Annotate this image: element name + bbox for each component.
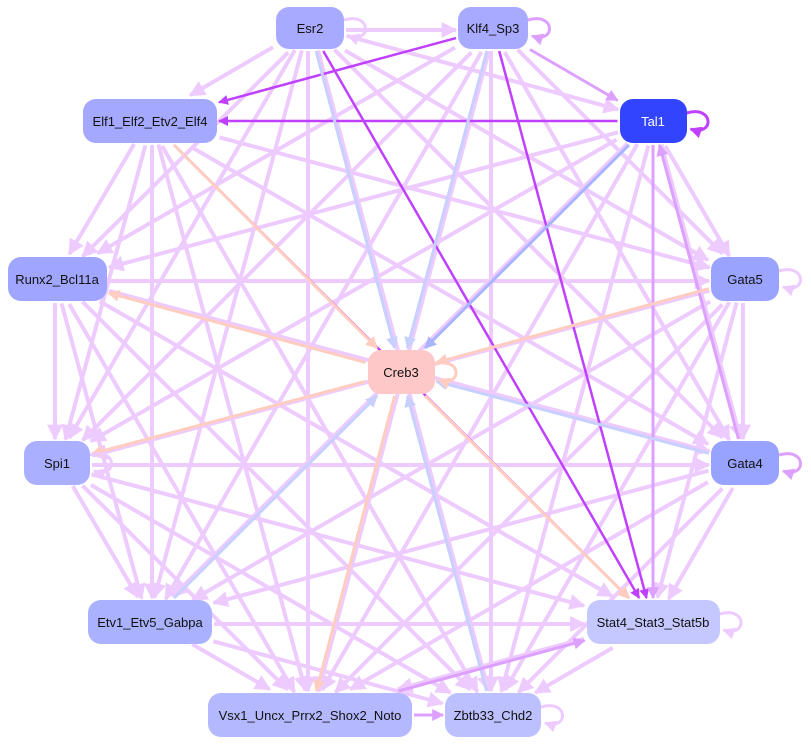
node-label: Creb3 <box>383 364 419 380</box>
self-loop-Klf4 <box>527 17 551 46</box>
self-loop-Gata4 <box>778 452 802 481</box>
node-zbtb33[interactable]: Zbtb33_Chd2 <box>445 693 541 737</box>
edge-Tal1-to-Runx2 <box>107 130 619 272</box>
edge-Etv1-to-Creb3 <box>173 394 378 600</box>
edge-Creb3-to-Runx2 <box>107 289 366 364</box>
edge-Elf1-to-Gata4 <box>189 144 710 446</box>
node-gata4[interactable]: Gata4 <box>711 441 779 485</box>
self-loop-Esr2 <box>343 17 367 46</box>
node-label: Esr2 <box>296 20 324 36</box>
node-label: Gata4 <box>727 455 763 471</box>
edge-Stat4-to-Vsx1 <box>396 636 585 694</box>
edge-Esr2-to-Spi1 <box>67 48 297 440</box>
node-klf4[interactable]: Klf4_Sp3 <box>458 7 528 49</box>
self-loop-Tal1 <box>686 110 710 139</box>
edge-Stat4-to-Zbtb33 <box>533 646 614 695</box>
node-stat4[interactable]: Stat4_Stat3_Stat5b <box>586 600 720 644</box>
self-loop-Spi1 <box>89 452 113 481</box>
edge-Tal1-to-Gata5 <box>663 144 732 258</box>
edge-Runx2-to-Stat4 <box>98 299 614 598</box>
edge-Klf4-to-Elf1 <box>218 36 457 105</box>
node-label: Gata5 <box>727 271 763 287</box>
node-label: Klf4_Sp3 <box>466 20 520 36</box>
node-creb3[interactable]: Creb3 <box>367 350 435 394</box>
edge-Gata5-to-Etv1 <box>191 299 711 602</box>
edge-Elf1-to-Gata5 <box>219 135 712 272</box>
self-loop-Gata5 <box>778 268 802 297</box>
node-esr2[interactable]: Esr2 <box>276 7 344 49</box>
edge-Gata5-to-Creb3 <box>435 287 710 366</box>
edge-Gata4-to-Creb3 <box>435 378 710 455</box>
node-spi1[interactable]: Spi1 <box>24 441 90 485</box>
edge-Vsx1-to-Stat4 <box>398 637 586 693</box>
self-loop-Creb3 <box>434 361 458 390</box>
edge-Klf4-to-Gata4 <box>502 51 732 442</box>
self-loop-Zbtb33 <box>540 704 564 733</box>
node-label: Zbtb33_Chd2 <box>453 707 533 723</box>
edge-Gata4-to-Vsx1 <box>349 480 709 691</box>
node-tal1[interactable]: Tal1 <box>619 99 687 143</box>
node-etv1[interactable]: Etv1_Etv5_Gabpa <box>88 600 212 644</box>
node-label: Vsx1_Uncx_Prrx2_Shox2_Noto <box>218 707 402 723</box>
edge-Creb3-to-Spi1 <box>90 379 366 457</box>
node-vsx1[interactable]: Vsx1_Uncx_Prrx2_Shox2_Noto <box>208 693 412 737</box>
node-label: Elf1_Elf2_Etv2_Elf4 <box>92 113 208 129</box>
edge-Tal1-to-Spi1 <box>89 137 618 443</box>
edge-Etv1-to-Vsx1 <box>191 642 272 691</box>
edge-Tal1-to-Creb3 <box>424 143 630 350</box>
node-label: Etv1_Etv5_Gabpa <box>97 614 203 630</box>
node-runx2[interactable]: Runx2_Bcl11a <box>7 257 107 301</box>
edge-Klf4-to-Tal1 <box>529 48 619 102</box>
node-label: Runx2_Bcl11a <box>15 271 99 287</box>
node-label: Spi1 <box>43 455 71 471</box>
edge-Spi1-to-Stat4 <box>90 472 586 610</box>
edge-Etv1-to-Zbtb33 <box>212 639 445 708</box>
edge-Esr2-to-Creb3 <box>314 50 398 350</box>
node-elf1[interactable]: Elf1_Elf2_Etv2_Elf4 <box>83 99 217 143</box>
edge-Spi1-to-Etv1 <box>71 484 140 599</box>
edge-Elf1-to-Runx2 <box>67 142 136 256</box>
edge-Creb3-to-Vsx1 <box>313 395 397 693</box>
edge-Gata4-to-Etv1 <box>211 468 709 607</box>
edge-Esr2-to-Elf1 <box>188 45 274 97</box>
edge-Klf4-to-Creb3 <box>404 50 489 350</box>
edge-Elf1-to-Creb3 <box>172 143 379 350</box>
edge-Esr2-to-Stat4 <box>322 50 641 599</box>
node-gata5[interactable]: Gata5 <box>711 257 779 301</box>
edge-Creb3-to-Stat4 <box>424 394 630 600</box>
self-loop-Stat4 <box>719 611 743 640</box>
node-label: Stat4_Stat3_Stat5b <box>596 614 710 630</box>
edge-Gata4-to-Stat4 <box>666 487 735 601</box>
edge-Zbtb33-to-Creb3 <box>404 394 489 692</box>
node-label: Tal1 <box>641 113 665 129</box>
